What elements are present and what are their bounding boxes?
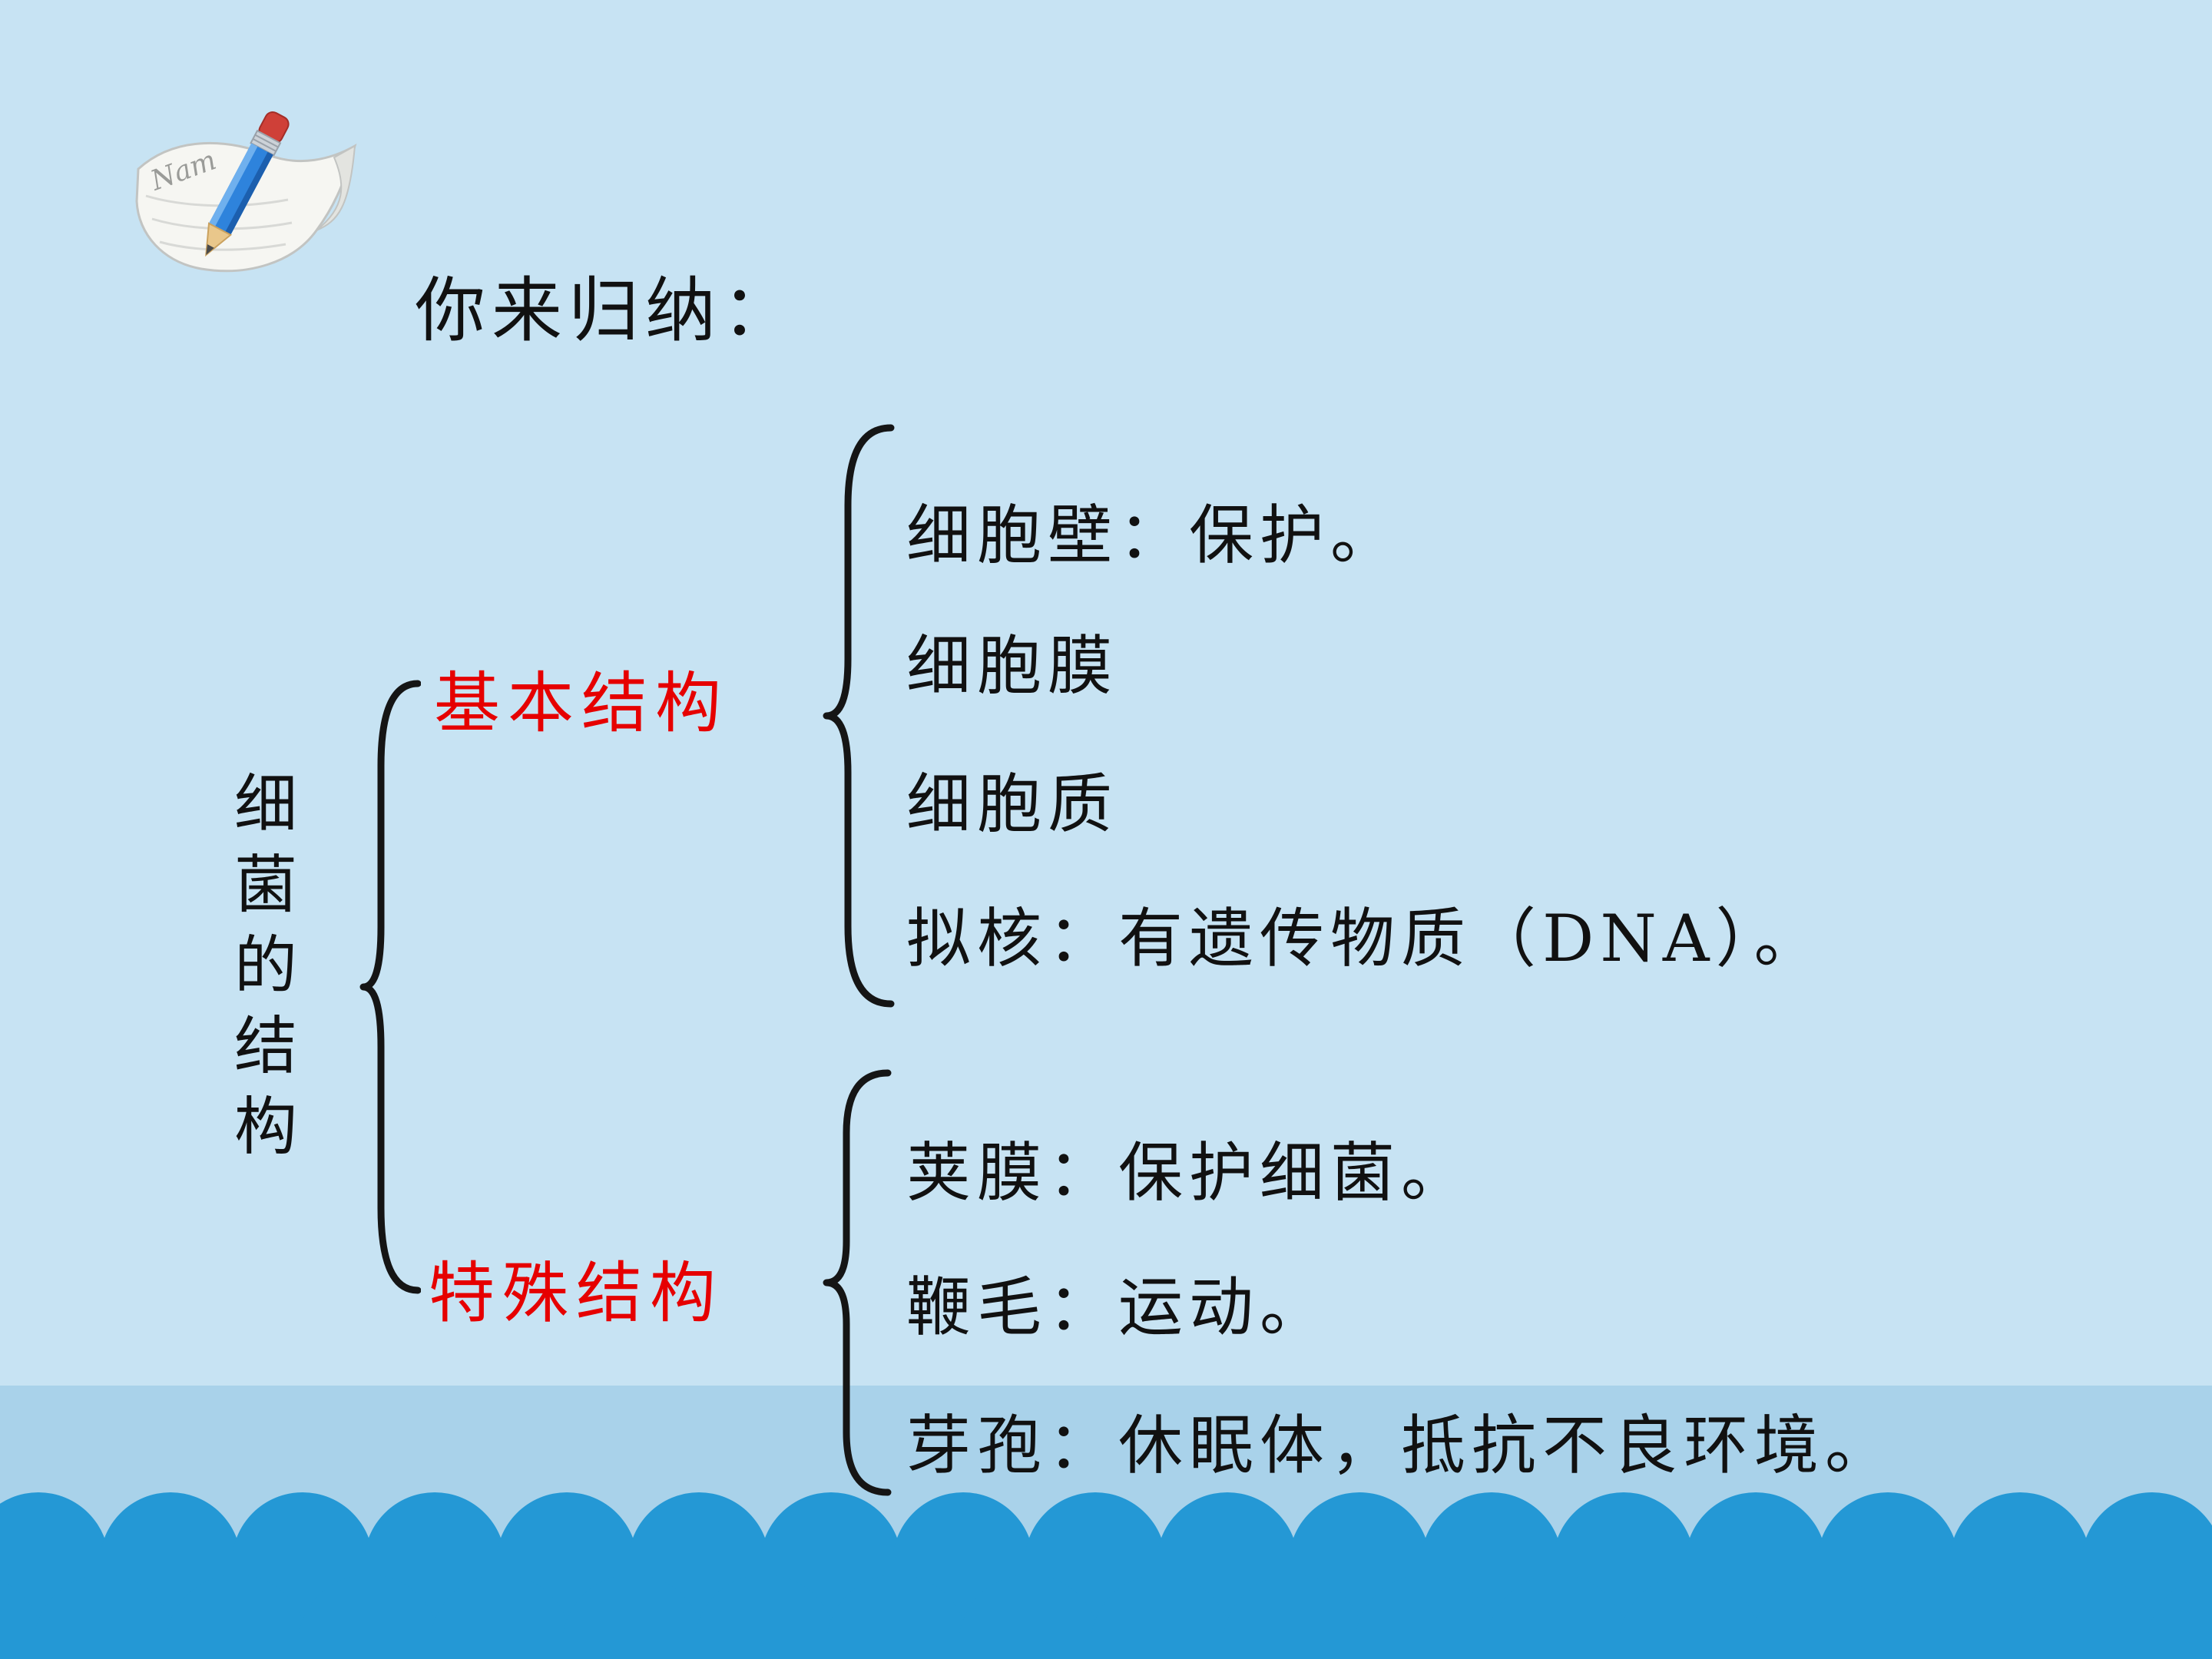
basic-structure-brace <box>823 424 895 1008</box>
root-brace <box>359 680 421 1294</box>
branch-label-special-structure: 特殊结构 <box>429 1255 724 1332</box>
root-char: 菌 <box>233 849 297 922</box>
root-char: 细 <box>233 768 297 841</box>
basic-item-cytoplasm: 细胞质 <box>906 767 1119 842</box>
root-topic-label: 细 菌 的 结 构 <box>227 764 304 1167</box>
special-structure-brace <box>823 1069 892 1496</box>
paper-sheet <box>135 142 357 273</box>
pencil-and-paper-icon: Nam <box>135 111 357 273</box>
slide-title: 你来归纳： <box>415 270 800 352</box>
special-item-flagellum: 鞭毛：运动。 <box>906 1270 1331 1345</box>
pencil-icon <box>205 111 290 257</box>
special-item-spore: 芽孢：休眠体，抵抗不良环境。 <box>906 1408 1896 1483</box>
root-char: 构 <box>233 1091 297 1164</box>
basic-item-cell-membrane: 细胞膜 <box>906 628 1119 704</box>
root-char: 的 <box>233 929 297 1002</box>
special-item-capsule: 荚膜：保护细菌。 <box>906 1135 1472 1210</box>
basic-item-cell-wall: 细胞壁：保护。 <box>906 498 1402 573</box>
branch-label-basic-structure: 基本结构 <box>434 665 729 742</box>
wave-scallops-decoration <box>0 1492 2212 1659</box>
root-char: 结 <box>233 1010 297 1083</box>
basic-item-nucleoid: 拟核：有遗传物质（DNA）。 <box>906 901 1825 976</box>
